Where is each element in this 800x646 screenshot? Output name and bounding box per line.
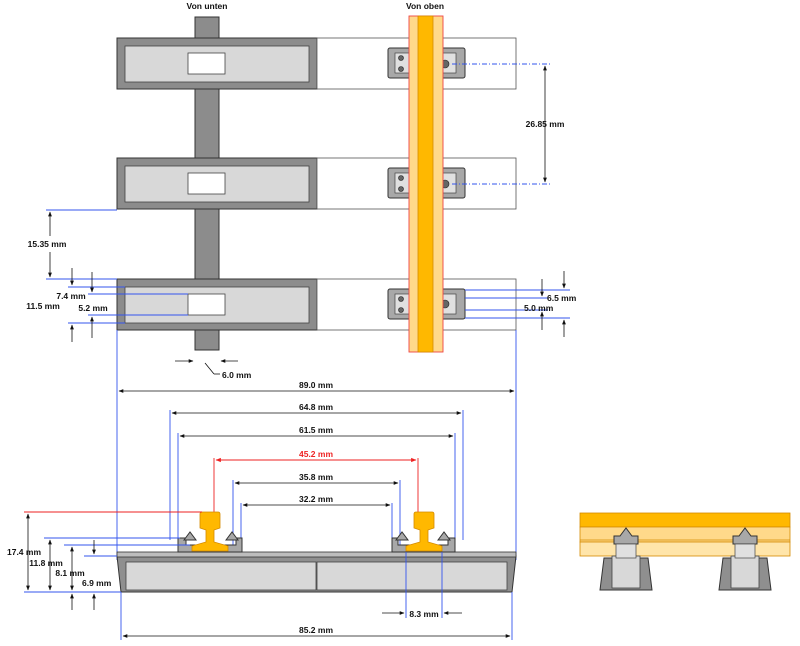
dim-rail-foot: 8.3 mm — [409, 609, 439, 619]
dim-clip-inner: 5.0 mm — [524, 303, 554, 313]
rail-head-plan — [417, 15, 434, 353]
dim-tie-pitch: 26.85 mm — [526, 119, 565, 129]
dim-overall-length: 89.0 mm — [299, 380, 333, 390]
dim-base-length: 85.2 mm — [299, 625, 333, 635]
dim-inner-clip-span: 35.8 mm — [299, 472, 333, 482]
dim-tie-width-inner: 7.4 mm — [56, 291, 86, 301]
rail-cross-section-left — [177, 511, 243, 553]
dim-spine-width: 6.0 mm — [222, 370, 252, 380]
dim-rail-height: 17.4 mm — [7, 547, 41, 557]
dim-clip-height: 11.8 mm — [29, 558, 63, 568]
dim-tie-gap: 15.35 mm — [28, 239, 67, 249]
dim-tie-height: 6.9 mm — [82, 578, 112, 588]
dim-clip-inner-span: 61.5 mm — [299, 425, 333, 435]
dim-tie-width-outer: 11.5 mm — [26, 301, 60, 311]
view-label-bottom: Von unten — [187, 1, 228, 11]
view-label-top: Von oben — [406, 1, 444, 11]
tie-cross-section — [116, 551, 517, 593]
side-view — [579, 512, 791, 591]
dim-clip-outer-span: 64.8 mm — [299, 402, 333, 412]
rail-cross-section-right — [391, 511, 456, 553]
dim-gauge: 45.2 mm — [299, 449, 333, 459]
dim-clip-width: 6.5 mm — [547, 293, 577, 303]
dim-slot-width: 5.2 mm — [78, 303, 108, 313]
dim-tie-top-height: 8.1 mm — [55, 568, 85, 578]
dim-inner-gap: 32.2 mm — [299, 494, 333, 504]
